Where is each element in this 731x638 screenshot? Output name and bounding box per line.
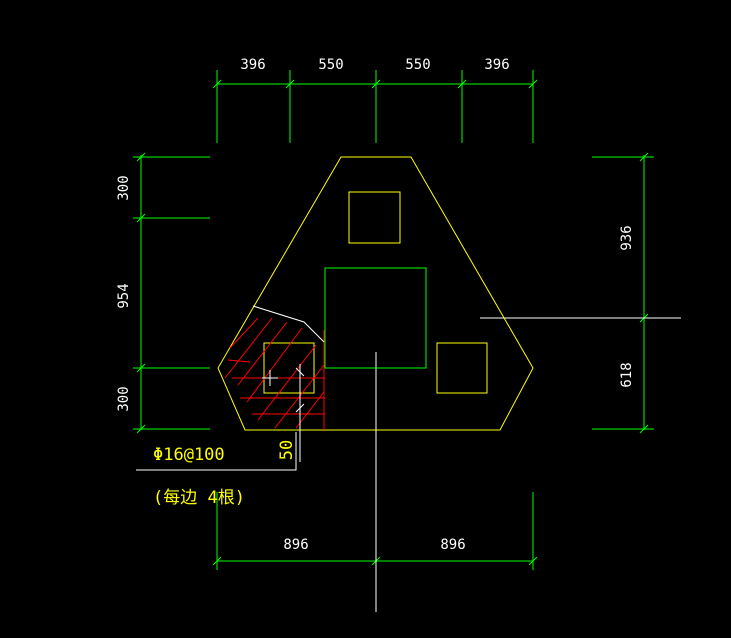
rebar-leader-line: [136, 432, 297, 471]
rebar-spec-label: Φ16@100: [153, 445, 225, 465]
right-dimension-chain: [592, 152, 654, 434]
left-dim-2: 954: [116, 283, 132, 308]
rebar-offset-label: 50: [277, 440, 297, 460]
left-dimension-chain: [133, 152, 210, 434]
top-dim-1: 396: [240, 57, 265, 73]
pile-cap-outline: [217, 156, 534, 431]
right-dim-1: 936: [619, 225, 635, 250]
top-dim-2: 550: [318, 57, 343, 73]
centerlines: [375, 317, 681, 612]
pile-right: [436, 342, 488, 394]
bottom-dim-1: 896: [283, 537, 308, 553]
top-dim-4: 396: [484, 57, 509, 73]
top-dimension-chain: [212, 70, 538, 143]
left-dim-3: 300: [116, 386, 132, 411]
left-dim-1: 300: [116, 175, 132, 200]
bottom-dim-2: 896: [440, 537, 465, 553]
top-dim-3: 550: [405, 57, 430, 73]
bottom-dimension-chain: [212, 492, 538, 570]
rebar-zone-boundary: [252, 305, 325, 462]
pile-left: [263, 342, 315, 394]
rebar-zone-hatch: [224, 317, 325, 430]
column-outline: [324, 267, 427, 369]
rebar-note-label: (每边 4根): [153, 488, 245, 508]
pile-top: [348, 191, 401, 244]
right-dim-2: 618: [619, 362, 635, 387]
